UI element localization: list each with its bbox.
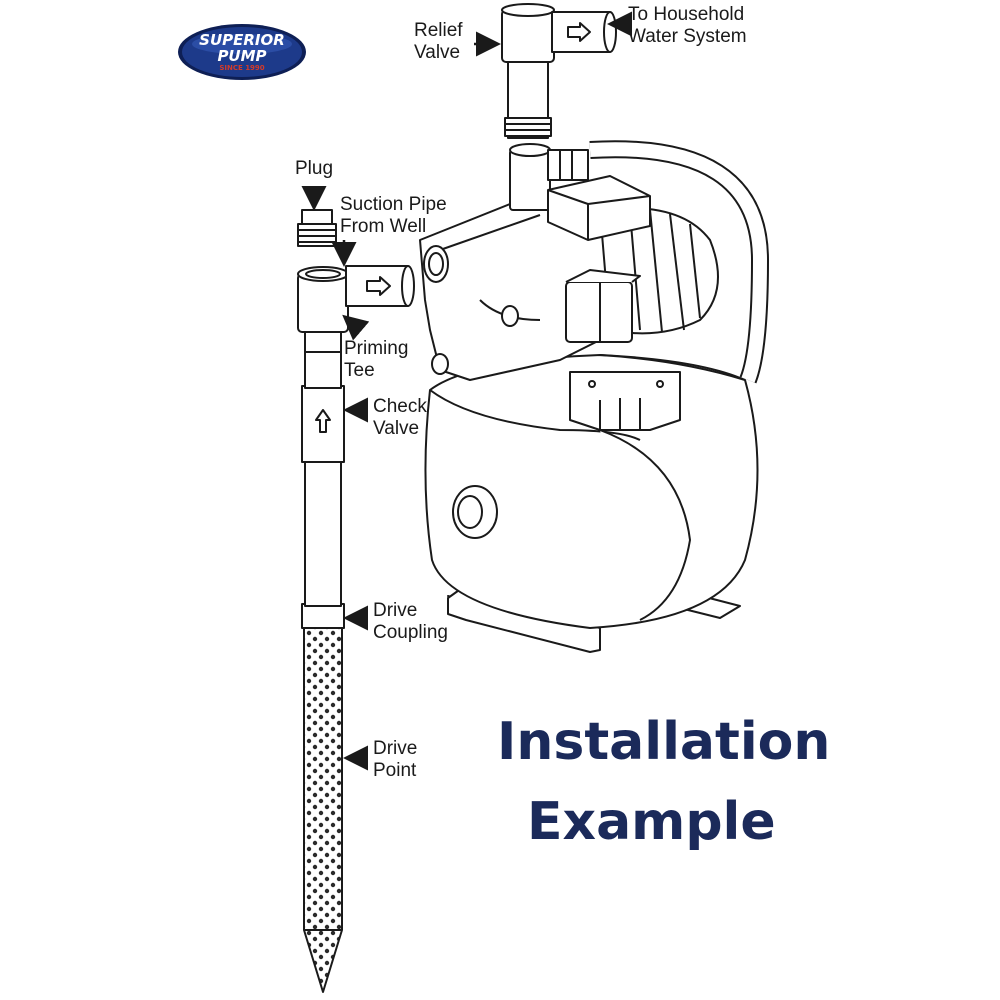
well-pipe [304,459,342,607]
well-pipe-assembly [297,209,415,993]
pressure-tank [424,354,759,653]
relief-valve-label: Relief Valve [414,20,463,63]
priming-tee-arrow [342,314,370,341]
jet-pump [419,140,769,431]
callout-arrows [301,11,632,771]
logo-line2: PUMP [217,47,267,65]
relief-valve-assembly [501,3,617,139]
logo-line1: SUPERIOR [199,31,285,49]
title-line2: Example [527,792,776,852]
relief-valve [501,9,555,63]
logo-tagline: SINCE 1990 [219,64,265,72]
plug [297,209,337,247]
drive-coupling-label: Drive Coupling [373,600,448,643]
plug-label: Plug [295,158,334,179]
priming-tee-label: Priming Tee [344,338,409,381]
suction-pipe-label: Suction Pipe From Well [340,194,447,237]
superior-pump-logo: SUPERIOR PUMP SINCE 1990 [176,22,308,82]
title-line1: Installation [497,712,831,772]
drive-coupling [301,603,345,629]
drive-point [303,625,343,993]
household-water-label: To Household Water System [628,4,747,47]
priming-tee [297,273,349,333]
check-valve-label: Check Valve [373,396,427,439]
drive-point-label: Drive Point [373,738,418,781]
